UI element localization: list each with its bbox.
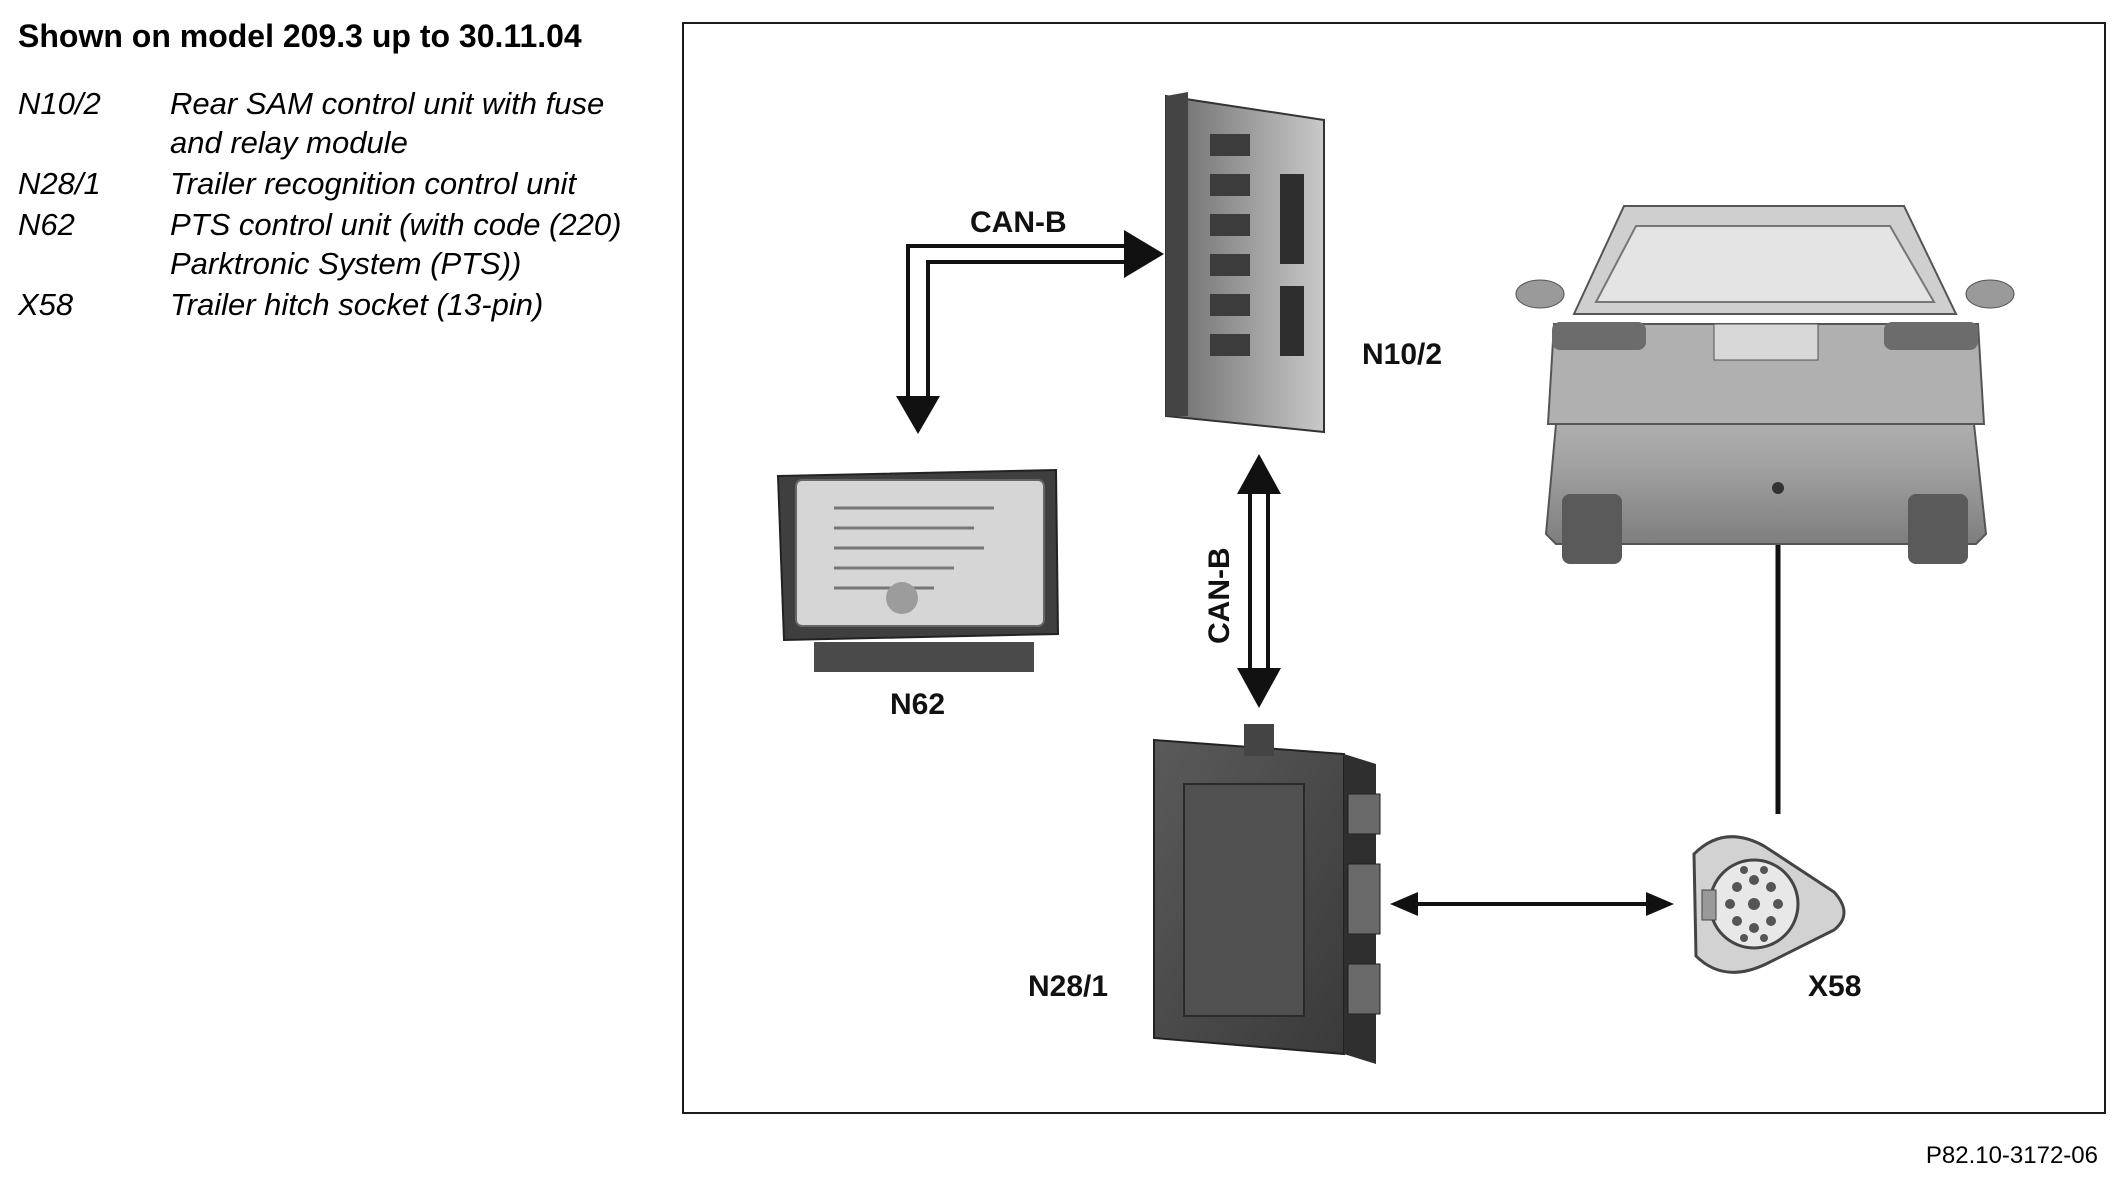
arrowhead-to-n62 <box>896 396 940 434</box>
n28-1-label: N28/1 <box>1028 970 1108 1003</box>
n62-module <box>776 468 1060 672</box>
n62-label: N62 <box>890 688 945 721</box>
x58-label: X58 <box>1808 970 1861 1003</box>
legend-desc: Trailer recognition control unit <box>170 164 678 203</box>
arrowhead-right-x58 <box>1646 892 1674 916</box>
legend-desc: Rear SAM control unit with fuse and rela… <box>170 84 678 162</box>
legend-desc-line: Parktronic System (PTS)) <box>170 246 522 281</box>
legend-code: N10/2 <box>18 86 101 121</box>
arrowhead-down-n28-1 <box>1237 668 1281 708</box>
can-b-link-n10-n62 <box>906 244 1124 400</box>
legend-code: N28/1 <box>18 166 101 201</box>
legend-item-n28-1: N28/1 Trailer recognition control unit <box>18 164 678 203</box>
legend-item-n10-2: N10/2 Rear SAM control unit with fuse an… <box>18 84 678 162</box>
legend-desc: Trailer hitch socket (13-pin) <box>170 285 678 324</box>
arrowhead-to-n10-2 <box>1124 230 1164 278</box>
legend-desc-line: Rear SAM control unit with fuse <box>170 86 605 121</box>
arrowhead-left-n28-1 <box>1390 892 1418 916</box>
legend-desc-line: Trailer hitch socket (13-pin) <box>170 287 544 322</box>
n10-2-label: N10/2 <box>1362 338 1442 371</box>
can-b-label-vertical: CAN-B <box>1203 547 1236 644</box>
legend-desc-line: and relay module <box>170 125 408 160</box>
legend: N10/2 Rear SAM control unit with fuse an… <box>18 84 678 326</box>
can-b-link-n10-n28 <box>1248 492 1270 668</box>
figure-reference: P82.10-3172-06 <box>1925 1142 2098 1169</box>
car-rear-image <box>1515 205 2015 564</box>
can-b-label-top: CAN-B <box>970 206 1067 239</box>
legend-code: X58 <box>18 287 74 322</box>
legend-desc-line: Trailer recognition control unit <box>170 166 577 201</box>
legend-item-n62: N62 PTS control unit (with code (220) Pa… <box>18 205 678 283</box>
legend-desc: PTS control unit (with code (220) Parktr… <box>170 205 678 283</box>
x58-socket <box>1692 835 1846 974</box>
n10-2-module <box>1165 92 1325 434</box>
page-heading: Shown on model 209.3 up to 30.11.04 <box>18 18 582 54</box>
arrowhead-up-n10-2 <box>1237 454 1281 494</box>
n28-1-module <box>1153 724 1381 1064</box>
diagram-frame: CAN-B CAN-B N10/2 <box>682 22 2106 1114</box>
wiring-diagram: CAN-B CAN-B N10/2 <box>776 92 2015 1064</box>
legend-code: N62 <box>18 207 75 242</box>
legend-desc-line: PTS control unit (with code (220) <box>170 207 622 242</box>
legend-item-x58: X58 Trailer hitch socket (13-pin) <box>18 285 678 324</box>
